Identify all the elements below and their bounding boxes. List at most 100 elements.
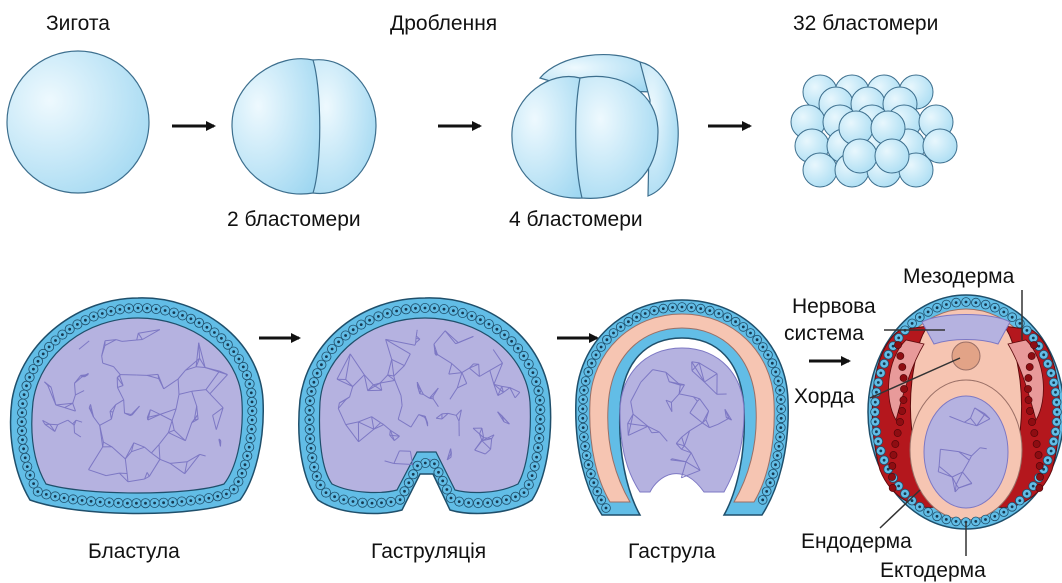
cell-nucleus xyxy=(517,347,520,350)
cell-nucleus xyxy=(246,455,249,458)
cell-nucleus xyxy=(874,401,877,404)
cell-nucleus xyxy=(537,389,540,392)
cell-boundary xyxy=(436,418,442,419)
cell-nucleus xyxy=(777,380,780,383)
cell-nucleus xyxy=(414,307,417,310)
cell-nucleus xyxy=(20,420,23,423)
cell-boundary xyxy=(196,367,205,368)
cell-nucleus xyxy=(619,326,622,329)
cell-nucleus xyxy=(162,501,165,504)
mesoderm-cell xyxy=(900,374,907,381)
cell-nucleus xyxy=(76,323,79,326)
cell-nucleus xyxy=(48,346,51,349)
cell-nucleus xyxy=(584,380,587,383)
cell-nucleus xyxy=(581,417,584,420)
mesoderm-cell xyxy=(1025,396,1032,403)
cell-nucleus xyxy=(877,440,880,443)
cell-nucleus xyxy=(767,354,770,357)
cell-nucleus xyxy=(780,417,783,420)
cell-nucleus xyxy=(1018,499,1021,502)
cell-nucleus xyxy=(945,303,948,306)
cell-nucleus xyxy=(587,463,590,466)
cell-nucleus xyxy=(81,499,84,502)
cell-nucleus xyxy=(368,319,371,322)
gastrula xyxy=(576,300,788,515)
cell-nucleus xyxy=(244,463,247,466)
cell-nucleus xyxy=(479,318,482,321)
cell-nucleus xyxy=(251,401,254,404)
cell-nucleus xyxy=(486,501,489,504)
cell-nucleus xyxy=(45,493,48,496)
mesoderm-cell xyxy=(1028,418,1035,425)
cell-nucleus xyxy=(242,366,245,369)
cell-nucleus xyxy=(779,389,782,392)
cell-nucleus xyxy=(496,328,499,331)
cell-nucleus xyxy=(1042,353,1045,356)
cell-nucleus xyxy=(37,360,40,363)
cell-nucleus xyxy=(734,320,737,323)
cell-nucleus xyxy=(583,436,586,439)
label-gastrula: Гаструла xyxy=(628,540,716,563)
cell-nucleus xyxy=(226,343,229,346)
cell-nucleus xyxy=(769,481,772,484)
cell-nucleus xyxy=(596,490,599,493)
mesoderm-cell xyxy=(1036,484,1043,491)
cell-nucleus xyxy=(29,474,32,477)
mesoderm-cell xyxy=(890,451,897,458)
cell-nucleus xyxy=(181,314,184,317)
cell-nucleus xyxy=(1046,362,1049,365)
cell-nucleus xyxy=(325,491,328,494)
cell-nucleus xyxy=(308,428,311,431)
cell-nucleus xyxy=(315,475,318,478)
label-gastrulation: Гаструляція xyxy=(371,540,486,563)
cell-nucleus xyxy=(246,374,249,377)
cell-nucleus xyxy=(592,481,595,484)
cell-nucleus xyxy=(892,345,895,348)
cell-nucleus xyxy=(180,500,183,503)
cell-nucleus xyxy=(503,334,506,337)
cell-nucleus xyxy=(600,499,603,502)
cell-nucleus xyxy=(585,454,588,457)
cell-nucleus xyxy=(765,490,768,493)
cell-nucleus xyxy=(897,337,900,340)
cell-nucleus xyxy=(955,520,958,523)
cell-nucleus xyxy=(377,315,380,318)
cell-nucleus xyxy=(535,456,538,459)
cell-nucleus xyxy=(690,306,693,309)
cell-nucleus xyxy=(1002,311,1005,314)
cell-nucleus xyxy=(742,326,745,329)
cell-nucleus xyxy=(883,362,886,365)
cell-nucleus xyxy=(342,498,345,501)
cell-nucleus xyxy=(514,495,517,498)
cell-nucleus xyxy=(352,500,355,503)
cell-nucleus xyxy=(352,328,355,331)
cell-nucleus xyxy=(241,472,244,475)
cell-nucleus xyxy=(309,437,312,440)
cell-nucleus xyxy=(92,315,95,318)
cell-nucleus xyxy=(635,316,638,319)
cell-nucleus xyxy=(904,492,907,495)
cell-nucleus xyxy=(539,418,542,421)
cell-nucleus xyxy=(207,497,210,500)
cell-nucleus xyxy=(1019,322,1022,325)
label-nervous-system-1: Нервова xyxy=(792,295,876,318)
cell-nucleus xyxy=(496,500,499,503)
blastomere-cell xyxy=(803,153,837,187)
cell-nucleus xyxy=(1052,440,1055,443)
mesoderm-cell xyxy=(1035,451,1042,458)
cell-nucleus xyxy=(21,429,24,432)
mesoderm-cell xyxy=(899,363,906,370)
cell-nucleus xyxy=(308,409,311,412)
cell-nucleus xyxy=(309,399,312,402)
mesoderm-cell xyxy=(1031,429,1038,436)
four-blastomeres xyxy=(512,55,678,199)
cell-nucleus xyxy=(72,498,75,501)
cell-nucleus xyxy=(708,309,711,312)
cell-nucleus xyxy=(671,306,674,309)
cell-nucleus xyxy=(772,472,775,475)
cell-nucleus xyxy=(955,301,958,304)
cell-nucleus xyxy=(22,447,25,450)
cell-nucleus xyxy=(461,312,464,315)
cell-nucleus xyxy=(1026,492,1029,495)
cell-nucleus xyxy=(25,384,28,387)
